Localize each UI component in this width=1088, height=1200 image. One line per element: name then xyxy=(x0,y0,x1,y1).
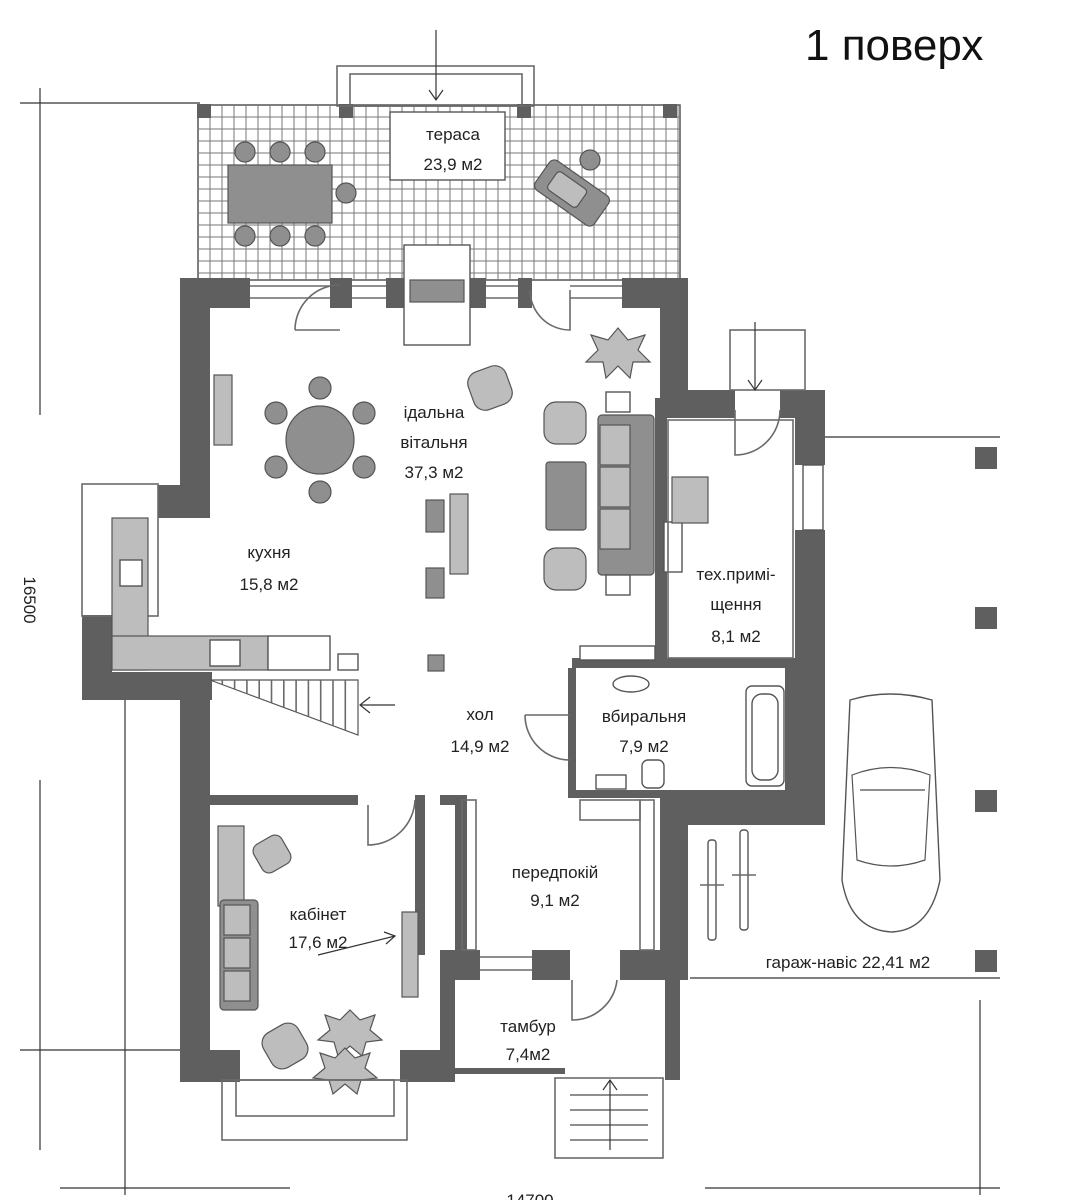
room-area-tambur: 7,4м2 xyxy=(506,1045,551,1064)
entrance-steps xyxy=(455,1068,664,1159)
plan-title: 1 поверх xyxy=(805,21,983,70)
room-name-dining: ідальна xyxy=(404,403,465,422)
bathroom-fixtures xyxy=(579,645,785,790)
room-name-tech: тех.примі- xyxy=(696,565,775,584)
tech-room-furniture xyxy=(667,322,824,659)
staircase xyxy=(209,679,395,736)
room-name-garage: гараж-навіс xyxy=(766,953,858,972)
dimension-lines xyxy=(20,88,1000,1195)
room-name-kitchen: кухня xyxy=(247,543,290,562)
room-area-kitchen: 15,8 м2 xyxy=(240,575,299,594)
room-name-office: кабінет xyxy=(290,905,347,924)
room-area-office: 17,6 м2 xyxy=(289,933,348,952)
room-name-vestibule: передпокій xyxy=(512,863,599,882)
room-name-terrace: тераса xyxy=(426,125,480,144)
room-area-garage: 22,41 м2 xyxy=(862,953,930,972)
room-label-garage: гараж-навіс 22,41 м2 xyxy=(766,953,931,972)
room-area-terrace: 23,9 м2 xyxy=(424,155,483,174)
doors xyxy=(250,284,781,1021)
living-furniture xyxy=(213,244,683,672)
room-area-vestibule: 9,1 м2 xyxy=(530,891,580,910)
room-area-bathroom: 7,9 м2 xyxy=(619,737,669,756)
room-name-tambur: тамбур xyxy=(500,1017,556,1036)
wardrobes xyxy=(461,799,655,951)
room-name-bathroom: вбиральня xyxy=(602,707,686,726)
kitchen-counter xyxy=(81,483,359,671)
room-area-dining: 37,3 м2 xyxy=(405,463,464,482)
walls xyxy=(82,278,825,1082)
room-name2-dining: вітальня xyxy=(400,433,467,452)
garage-canopy xyxy=(700,447,997,972)
room-area-tech: 8,1 м2 xyxy=(711,627,761,646)
room-name2-tech: щення xyxy=(710,595,761,614)
height-dimension: 16500 xyxy=(20,576,39,623)
room-name-hall: хол xyxy=(466,705,493,724)
cabinet-furniture xyxy=(217,825,419,1141)
room-labels: тераса 23,9 м2 ідальна вітальня 37,3 м2 … xyxy=(240,125,931,1064)
width-dimension: 14700 xyxy=(506,1191,553,1200)
room-area-hall: 14,9 м2 xyxy=(451,737,510,756)
